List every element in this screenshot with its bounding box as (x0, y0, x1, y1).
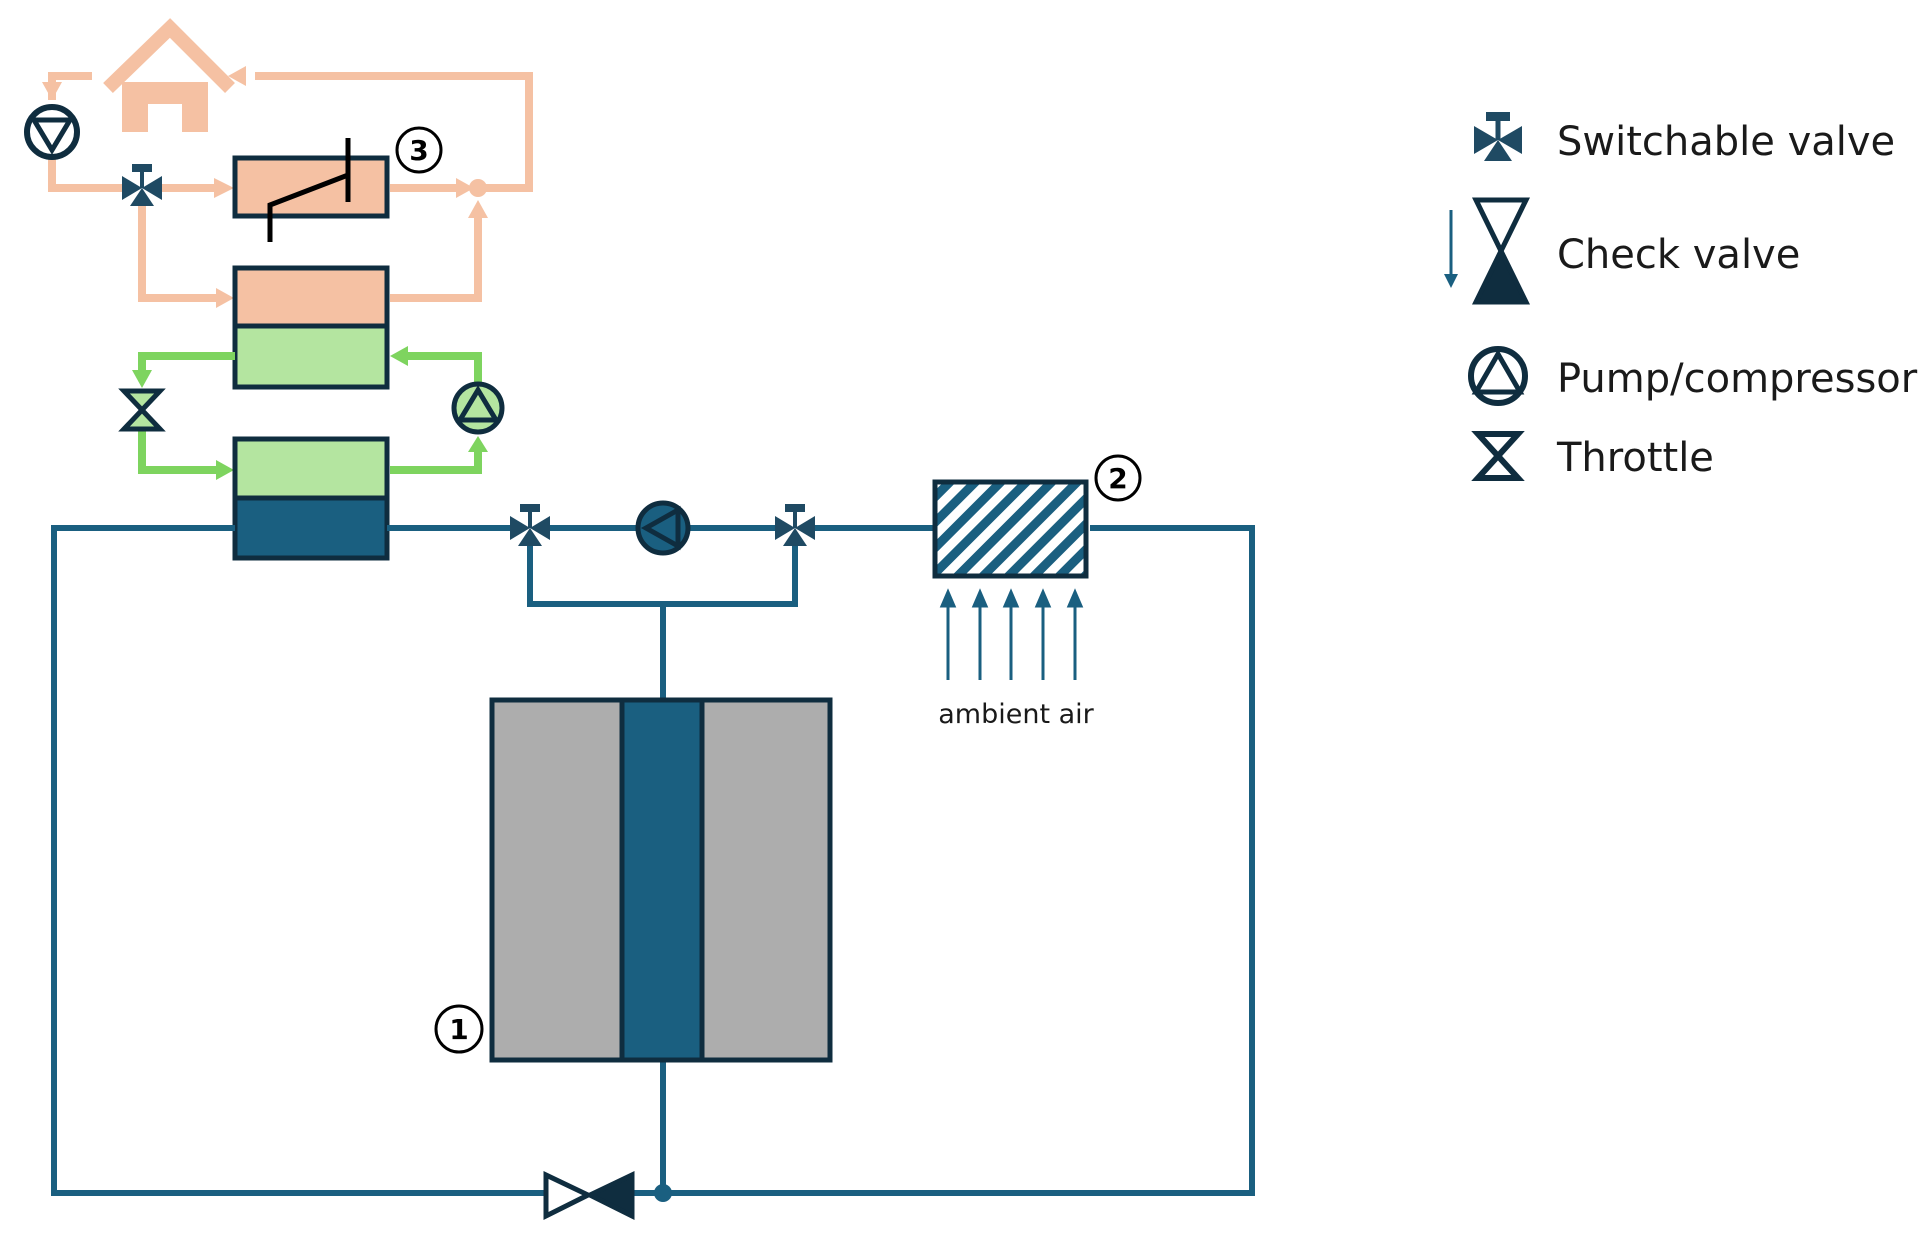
primary-pump-icon (635, 500, 691, 556)
legend-switchable-valve-label: Switchable valve (1557, 119, 1895, 165)
refrigerant-throttle-icon (118, 388, 166, 432)
primary-switchable-valve-left-icon (510, 504, 550, 546)
heater-marker-badge: 3 (395, 126, 443, 174)
condenser (232, 265, 390, 390)
legend-check-valve-icon (1444, 197, 1531, 305)
refrigerant-loop (138, 352, 482, 474)
storage-marker: 1 (449, 1013, 468, 1046)
bottom-junction (654, 1184, 672, 1202)
storage-marker-badge: 1 (434, 1004, 484, 1054)
heater-marker: 3 (409, 134, 428, 167)
air-hx-marker-badge: 2 (1094, 454, 1142, 502)
heating-loop (48, 18, 533, 302)
compressor-icon (451, 381, 505, 435)
heating-arrows (42, 66, 488, 308)
air-hx-marker: 2 (1108, 462, 1127, 495)
legend-throttle-label: Throttle (1556, 435, 1714, 481)
primary-loop (51, 525, 1255, 1196)
legend-pump-icon (1468, 346, 1528, 406)
heating-pump-icon (24, 104, 80, 160)
refrigerant-arrows (132, 346, 488, 480)
legend-check-valve-label: Check valve (1557, 232, 1800, 278)
electric-heater (232, 138, 390, 242)
air-heat-exchanger (932, 479, 1089, 579)
legend-throttle-icon (1471, 431, 1525, 481)
legend: Switchable valve Check valve Pump/compre… (1444, 112, 1918, 481)
ambient-air-label: ambient air (938, 699, 1094, 730)
mixing-junction (469, 179, 487, 197)
legend-switchable-valve-icon (1474, 112, 1522, 161)
primary-check-valve-icon (543, 1171, 635, 1221)
storage-tank (489, 697, 833, 1063)
primary-switchable-valve-right-icon (775, 504, 815, 546)
heating-switchable-valve-icon (122, 164, 162, 206)
evaporator (232, 436, 390, 561)
heater-zigzag-icon (267, 138, 351, 242)
house-icon (103, 18, 235, 94)
legend-pump-label: Pump/compressor (1557, 356, 1918, 402)
ambient-air-arrows (939, 588, 1084, 680)
